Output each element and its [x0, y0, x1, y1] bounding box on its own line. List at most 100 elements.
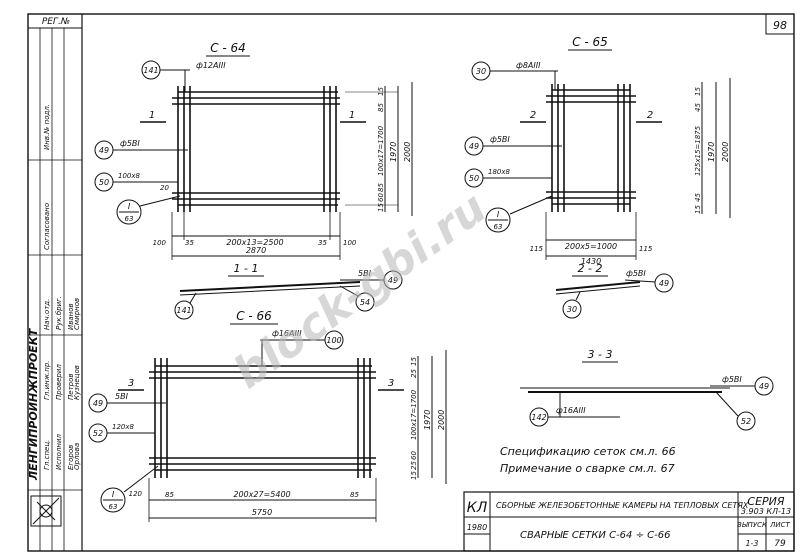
c64-dim-3: 35	[318, 239, 327, 247]
title-code: КЛ	[467, 500, 488, 516]
c65-rebar-a: ф5ВI	[490, 135, 510, 144]
c65-pos-b: 50	[469, 174, 479, 183]
sheet-title: СВАРНЫЕ СЕТКИ С-64 ÷ С-66	[520, 530, 670, 541]
note-welding: Примечание о сварке см.л. 67	[500, 462, 675, 475]
c64-ref-sheet: 63	[125, 215, 134, 223]
mesh-c64-title: С - 64	[210, 41, 246, 55]
c66-dim-total: 5750	[252, 508, 272, 517]
c66-dim-0: 85	[165, 491, 174, 499]
c64-pos-b: 50	[99, 178, 109, 187]
title-block: КЛ 1980 СБОРНЫЕ ЖЕЛЕЗОБЕТОННЫЕ КАМЕРЫ НА…	[463, 491, 795, 552]
s2-rebar: ф5ВI	[626, 269, 646, 278]
stamp-role-0: Нач.отд.	[43, 299, 51, 330]
c66-dim-2: 85	[350, 491, 359, 499]
c65-rdim-3: 45	[694, 193, 702, 202]
c66-rdim-3: 60	[410, 451, 418, 460]
c65-dim-0: 115	[530, 245, 544, 253]
c65-dim-total: 1430	[581, 257, 601, 266]
s1-rebar: 5ВI	[358, 269, 372, 278]
stamp-role-5: Исполнил	[55, 433, 63, 470]
stamp-name-4: Кузнецов	[73, 365, 81, 400]
c64-dim-0: 100	[153, 239, 167, 247]
side-stamp: РЕГ.№ ЛЕНГИПРОИНЖПРОЕКТ Нач.отд. Гл.инж.…	[27, 17, 82, 551]
c66-ref-num: I	[112, 490, 115, 499]
s3-rebar-b: ф16АIII	[556, 406, 586, 415]
c66-rebar-top: ф16АIII	[272, 329, 302, 338]
c66-pos-top: 100	[326, 336, 341, 345]
c66-rdim-2: 100х17=1700	[410, 389, 418, 440]
s1-pos-c: 54	[360, 298, 370, 307]
c64-pos-top: 141	[143, 66, 158, 75]
c65-rebar-top: ф8АIII	[516, 61, 541, 70]
section-1-1-title: 1 - 1	[234, 262, 259, 275]
c65-dim-2: 115	[639, 245, 653, 253]
c65-rdim-total: 2000	[721, 142, 730, 162]
c65-section-mark-left: 2	[530, 110, 536, 121]
c65-spacing-b: 180х8	[488, 168, 511, 176]
c64-rdim-2: 100х17=1700	[377, 125, 385, 176]
c65-ref-sheet: 63	[494, 223, 503, 231]
mesh-c65-title: С - 65	[572, 35, 608, 49]
c64-section-mark-right: 1	[349, 110, 355, 121]
c64-ref-num: I	[128, 202, 131, 211]
c64-rdim-total: 2000	[403, 142, 412, 162]
c65-rdim-4: 15	[694, 205, 702, 214]
c64-dim-2: 200х13=2500	[226, 238, 283, 247]
s3-pos-b: 142	[531, 413, 546, 422]
c64-spacing-b: 100х8	[118, 172, 141, 180]
stamp-name-2: Егоров	[67, 445, 75, 470]
page-number-box	[765, 13, 795, 35]
section-2-2-title: 2 - 2	[578, 262, 603, 275]
c65-pos-top: 30	[476, 67, 486, 76]
c66-rdim-5: 15	[410, 471, 418, 480]
c66-section-mark-right: 3	[388, 378, 394, 389]
mesh-c66-title: С - 66	[236, 309, 272, 323]
mesh-c64: С - 64 1 1 141 ф12АIII 49 ф5ВI 50 100х	[94, 41, 413, 260]
title-description: СБОРНЫЕ ЖЕЛЕЗОБЕТОННЫЕ КАМЕРЫ НА ТЕПЛОВЫ…	[496, 501, 749, 510]
c65-rdim-1: 45	[694, 103, 702, 112]
note-spec: Спецификацию сеток см.л. 66	[500, 445, 676, 458]
s3-rebar: ф5ВI	[722, 375, 742, 384]
s1-pos-b: 141	[176, 306, 191, 315]
stamp-role-2: Гл.спец.	[43, 440, 51, 470]
c64-dim-4: 100	[343, 239, 357, 247]
c64-rdim-0: 15	[377, 87, 385, 96]
c66-dim-left-small: 120	[129, 490, 143, 498]
c64-rdim-4: 60	[377, 193, 385, 202]
stamp-agreed: Согласовано	[43, 203, 51, 250]
section-3-3-title: 3 - 3	[588, 348, 613, 361]
c66-rdim-total: 2000	[437, 410, 446, 430]
c65-ref-num: I	[497, 210, 500, 219]
c66-ref-sheet: 63	[109, 503, 118, 511]
c66-rdim-4: 25	[410, 461, 418, 470]
s2-pos-b: 30	[567, 305, 577, 314]
sheet-value: 79	[774, 539, 786, 549]
c66-spacing-b: 120х8	[112, 423, 135, 431]
c64-dim-1: 35	[185, 239, 194, 247]
stamp-year-note: Инв.№ подл.	[43, 104, 51, 150]
c64-dim-total: 2870	[246, 246, 266, 255]
stamp-name-5: Орлова	[73, 443, 81, 470]
s1-pos-a: 49	[388, 276, 398, 285]
org-logo	[30, 495, 62, 527]
title-year: 1980	[467, 523, 487, 532]
c66-pos-b: 52	[93, 429, 103, 438]
c64-rdim-3: 85	[377, 183, 385, 192]
stamp-role-4: Проверил	[55, 364, 63, 400]
issue-label: ВЫПУСК	[737, 521, 768, 529]
c65-rdim-0: 15	[694, 87, 702, 96]
issue-value: 1-3	[745, 539, 758, 548]
c64-pos-a: 49	[99, 146, 109, 155]
page-number: 98	[773, 19, 787, 32]
section-2-2: 2 - 2 49 ф5ВI 30	[555, 262, 674, 319]
series-label: СЕРИЯ	[747, 495, 784, 508]
s3-pos-a: 49	[759, 382, 769, 391]
stamp-role-3: Рук.бриг.	[55, 296, 63, 330]
c64-rebar-a: ф5ВI	[120, 139, 140, 148]
c66-section-mark-left: 3	[128, 378, 134, 389]
c64-dim-left-inner: 20	[160, 184, 169, 192]
c65-dim-1: 200х5=1000	[565, 242, 617, 251]
c64-rebar-top: ф12АIII	[196, 61, 226, 70]
